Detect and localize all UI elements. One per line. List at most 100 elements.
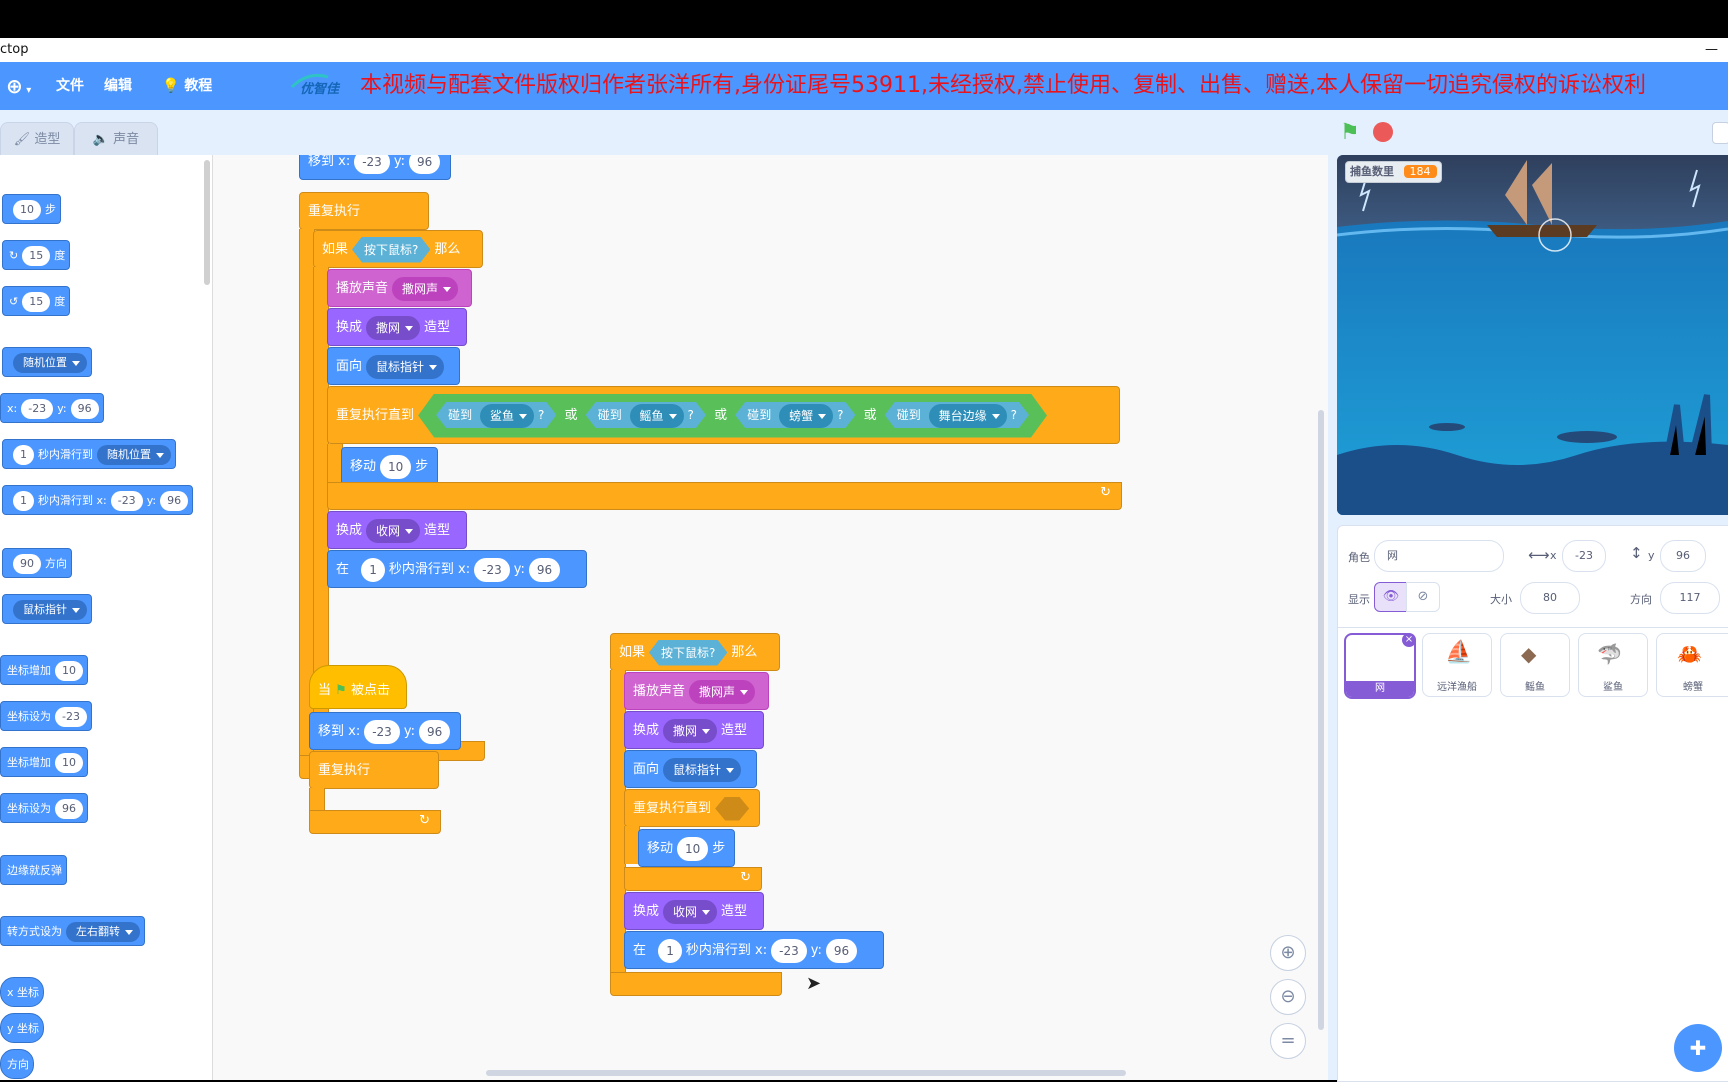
glide-x-input[interactable]: -23 bbox=[110, 491, 143, 511]
goto-y-input[interactable]: 96 bbox=[418, 719, 451, 744]
script-vertical-scrollbar[interactable] bbox=[1318, 410, 1324, 1030]
glide-x-input[interactable]: -23 bbox=[771, 938, 807, 963]
palette-rotation-style-block[interactable]: 转方式设为左右翻转 bbox=[0, 916, 145, 946]
stop-button[interactable] bbox=[1373, 122, 1393, 142]
repeat-until-block-2[interactable]: 重复执行直到 bbox=[624, 789, 760, 827]
forever-block[interactable]: 重复执行 bbox=[299, 192, 429, 230]
sprite-size-input[interactable]: 80 bbox=[1520, 582, 1580, 614]
if-block-2[interactable]: 如果按下鼠标?那么 bbox=[610, 633, 780, 671]
glide-y-input[interactable]: 96 bbox=[528, 557, 561, 582]
file-menu[interactable]: 文件 bbox=[56, 78, 84, 94]
touching-shark[interactable]: 碰到 鲨鱼? bbox=[436, 402, 556, 428]
language-menu[interactable]: ⊕ ▾ bbox=[6, 74, 32, 98]
costume-dropdown[interactable]: 撒网 bbox=[663, 718, 718, 743]
play-sound-block[interactable]: 播放声音撒网声 bbox=[327, 269, 472, 307]
sprite-thumb-crab[interactable]: 🦀 螃蟹 bbox=[1656, 633, 1728, 697]
zoom-reset-button[interactable]: = bbox=[1270, 1023, 1306, 1059]
sprite-thumb-ship[interactable]: ⛵ 远洋渔船 bbox=[1422, 633, 1492, 697]
or-operator[interactable]: 碰到 鲨鱼? 或 碰到 鳐鱼? 或 碰到 螃蟹? 或 碰到 舞台边缘? bbox=[418, 394, 1047, 438]
glide-x-input[interactable]: -23 bbox=[474, 557, 510, 582]
glide-target-dropdown[interactable]: 随机位置 bbox=[97, 445, 171, 465]
rotation-dropdown[interactable]: 左右翻转 bbox=[66, 922, 140, 942]
glide-y-input[interactable]: 96 bbox=[825, 938, 858, 963]
sprite-x-input[interactable]: -23 bbox=[1562, 540, 1606, 572]
sprite-thumb-shark[interactable]: 🦈 鲨鱼 bbox=[1578, 633, 1648, 697]
costume-dropdown[interactable]: 收网 bbox=[663, 899, 718, 924]
pointer-dropdown[interactable]: 鼠标指针 bbox=[366, 354, 445, 379]
set-x-input[interactable]: -23 bbox=[55, 707, 87, 727]
point-towards-block[interactable]: 面向鼠标指针 bbox=[327, 347, 460, 385]
stage-canvas[interactable]: 捕鱼数里 184 bbox=[1337, 155, 1728, 515]
touching-crab-dropdown[interactable]: 螃蟹 bbox=[779, 404, 833, 428]
costume-dropdown[interactable]: 收网 bbox=[366, 518, 421, 543]
empty-condition-slot[interactable] bbox=[715, 796, 750, 821]
move-steps-input[interactable]: 10 bbox=[677, 836, 709, 861]
palette-direction-reporter[interactable]: 方向 bbox=[0, 1049, 34, 1079]
palette-goto-random-block[interactable]: 随机位置 bbox=[2, 347, 92, 377]
forever-block-2[interactable]: 重复执行 bbox=[309, 751, 439, 789]
tutorial-menu[interactable]: 💡 教程 bbox=[162, 62, 212, 110]
goto-y-input[interactable]: 96 bbox=[408, 155, 441, 174]
stage-size-button[interactable] bbox=[1712, 122, 1728, 144]
sprite-thumb-ray[interactable]: ◆ 鳐鱼 bbox=[1500, 633, 1570, 697]
sprite-y-input[interactable]: 96 bbox=[1660, 540, 1706, 572]
set-y-input[interactable]: 96 bbox=[55, 799, 83, 819]
zoom-in-button[interactable]: ⊕ bbox=[1270, 935, 1306, 971]
point-towards-block-2[interactable]: 面向鼠标指针 bbox=[624, 750, 757, 788]
switch-costume-block-4[interactable]: 换成收网造型 bbox=[624, 892, 764, 930]
touching-ray[interactable]: 碰到 鳐鱼? bbox=[586, 402, 706, 428]
show-sprite-button[interactable]: 👁 bbox=[1374, 582, 1408, 612]
goto-y-input[interactable]: 96 bbox=[70, 399, 99, 419]
touching-edge-dropdown[interactable]: 舞台边缘 bbox=[929, 404, 1007, 428]
glide-secs-input[interactable]: 1 bbox=[361, 557, 385, 582]
goto-target-dropdown[interactable]: 随机位置 bbox=[13, 353, 87, 373]
tab-costume[interactable]: 🖌 造型 bbox=[0, 122, 74, 157]
palette-scrollbar[interactable] bbox=[204, 160, 210, 285]
steps-input[interactable]: 10 bbox=[13, 200, 41, 220]
sound-dropdown[interactable]: 撒网声 bbox=[392, 276, 459, 301]
when-flag-clicked-block[interactable]: 当 ⚑ 被点击 bbox=[309, 665, 407, 709]
change-y-input[interactable]: 10 bbox=[55, 753, 83, 773]
hide-sprite-button[interactable]: ⊘ bbox=[1406, 582, 1440, 612]
palette-point-towards-block[interactable]: 鼠标指针 bbox=[2, 594, 92, 624]
play-sound-block-2[interactable]: 播放声音撒网声 bbox=[624, 672, 769, 710]
move-steps-input[interactable]: 10 bbox=[380, 454, 412, 479]
sound-dropdown[interactable]: 撒网声 bbox=[689, 679, 756, 704]
glide-secs-input[interactable]: 1 bbox=[658, 938, 682, 963]
if-block[interactable]: 如果按下鼠标?那么 bbox=[313, 230, 483, 268]
switch-costume-block[interactable]: 换成撒网造型 bbox=[327, 308, 467, 346]
tab-sound[interactable]: 🔈 声音 bbox=[74, 122, 158, 157]
zoom-out-button[interactable]: ⊖ bbox=[1270, 979, 1306, 1015]
touching-ray-dropdown[interactable]: 鳐鱼 bbox=[630, 404, 684, 428]
mouse-down-condition[interactable]: 按下鼠标? bbox=[649, 640, 727, 666]
palette-bounce-block[interactable]: 边缘就反弹 bbox=[0, 855, 67, 885]
turn-right-input[interactable]: 15 bbox=[22, 246, 51, 266]
add-sprite-button[interactable]: ✚ bbox=[1674, 1024, 1722, 1072]
costume-dropdown[interactable]: 撒网 bbox=[366, 315, 421, 340]
sprite-name-input[interactable]: 网 bbox=[1374, 540, 1504, 572]
palette-x-position-reporter[interactable]: x 坐标 bbox=[0, 977, 44, 1007]
delete-sprite-icon[interactable]: × bbox=[1402, 633, 1416, 647]
touching-shark-dropdown[interactable]: 鲨鱼 bbox=[480, 404, 534, 428]
glide-secs-input[interactable]: 1 bbox=[13, 445, 34, 465]
turn-left-input[interactable]: 15 bbox=[22, 292, 51, 312]
switch-costume-block-2[interactable]: 换成收网造型 bbox=[327, 511, 467, 549]
palette-set-x-block[interactable]: 坐标设为-23 bbox=[0, 701, 92, 731]
direction-input[interactable]: 90 bbox=[13, 554, 41, 574]
script-horizontal-scrollbar[interactable] bbox=[486, 1070, 1126, 1076]
point-towards-dropdown[interactable]: 鼠标指针 bbox=[13, 600, 87, 620]
touching-crab[interactable]: 碰到 螃蟹? bbox=[735, 402, 855, 428]
palette-y-position-reporter[interactable]: y 坐标 bbox=[0, 1013, 44, 1043]
